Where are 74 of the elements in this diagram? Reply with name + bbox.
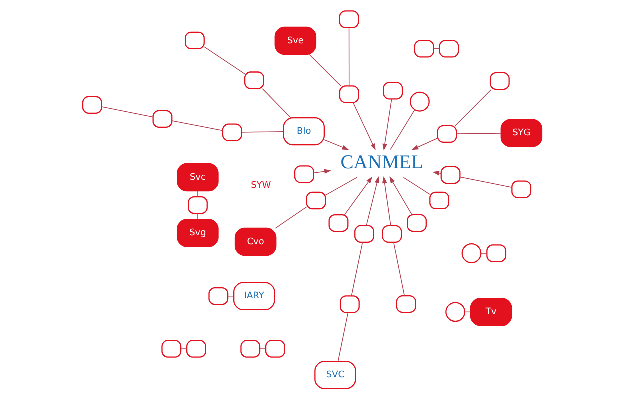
node-box — [188, 196, 208, 214]
node-box — [430, 192, 450, 210]
connector — [351, 242, 364, 296]
connector — [260, 348, 266, 350]
node-box — [162, 340, 182, 358]
node-box — [244, 72, 264, 90]
node-box — [328, 214, 349, 232]
node-box — [486, 244, 507, 262]
node-box — [294, 166, 314, 184]
connector — [481, 253, 488, 254]
node-box — [265, 340, 286, 358]
node-box: Svc — [177, 163, 219, 192]
node-box — [185, 32, 205, 50]
connector — [242, 131, 284, 133]
node-box: SYG — [500, 119, 543, 148]
node-box — [340, 296, 360, 314]
connector — [455, 89, 492, 126]
node-box: Tv — [470, 298, 512, 326]
arrow — [382, 176, 392, 226]
node-box — [208, 288, 229, 306]
connector — [172, 120, 224, 132]
node-box — [339, 86, 360, 104]
node-box — [439, 40, 460, 58]
node-box — [240, 340, 261, 358]
node-box — [82, 96, 102, 114]
node-box: Blo — [283, 117, 325, 146]
node-box — [407, 214, 427, 232]
node-box: SVC — [314, 361, 356, 390]
connector — [325, 177, 358, 196]
node-box — [396, 296, 416, 314]
node-box — [339, 10, 360, 28]
node-circle — [410, 92, 430, 112]
node-box — [152, 110, 173, 128]
connector — [393, 242, 406, 296]
connector — [102, 106, 154, 118]
node-box — [490, 72, 510, 90]
connector — [434, 48, 440, 50]
node-box — [186, 340, 206, 358]
node-box — [382, 225, 402, 244]
connector — [338, 312, 349, 362]
connector — [348, 27, 350, 86]
node-circle — [462, 244, 482, 264]
node-box — [440, 166, 461, 184]
node-box: Sve — [274, 26, 317, 56]
node-box — [512, 180, 532, 198]
node-circle — [446, 302, 466, 322]
connector — [275, 206, 308, 229]
node-box — [437, 125, 458, 143]
node-box: Svg — [177, 219, 219, 248]
arrow — [324, 140, 350, 150]
connector — [390, 110, 416, 150]
connector — [204, 46, 246, 74]
label: SYW — [251, 181, 272, 192]
arrow — [314, 169, 332, 174]
node-box — [383, 82, 404, 100]
arrow — [412, 138, 438, 150]
arrow — [390, 176, 413, 216]
connector — [309, 54, 342, 86]
connector — [456, 133, 502, 134]
arrow — [353, 102, 376, 151]
node-box: Cvo — [234, 228, 277, 256]
arrow — [382, 98, 392, 151]
node-box — [354, 225, 374, 243]
arrow — [366, 176, 380, 226]
node-text: CANMEL — [340, 152, 424, 174]
connector — [180, 348, 188, 350]
connector — [460, 176, 512, 188]
node-box: IARY — [234, 282, 276, 310]
connector — [262, 88, 292, 118]
node-box — [306, 192, 326, 210]
node-box — [222, 124, 242, 142]
arrow — [344, 176, 373, 216]
connector — [403, 177, 430, 195]
node-box — [414, 40, 434, 58]
